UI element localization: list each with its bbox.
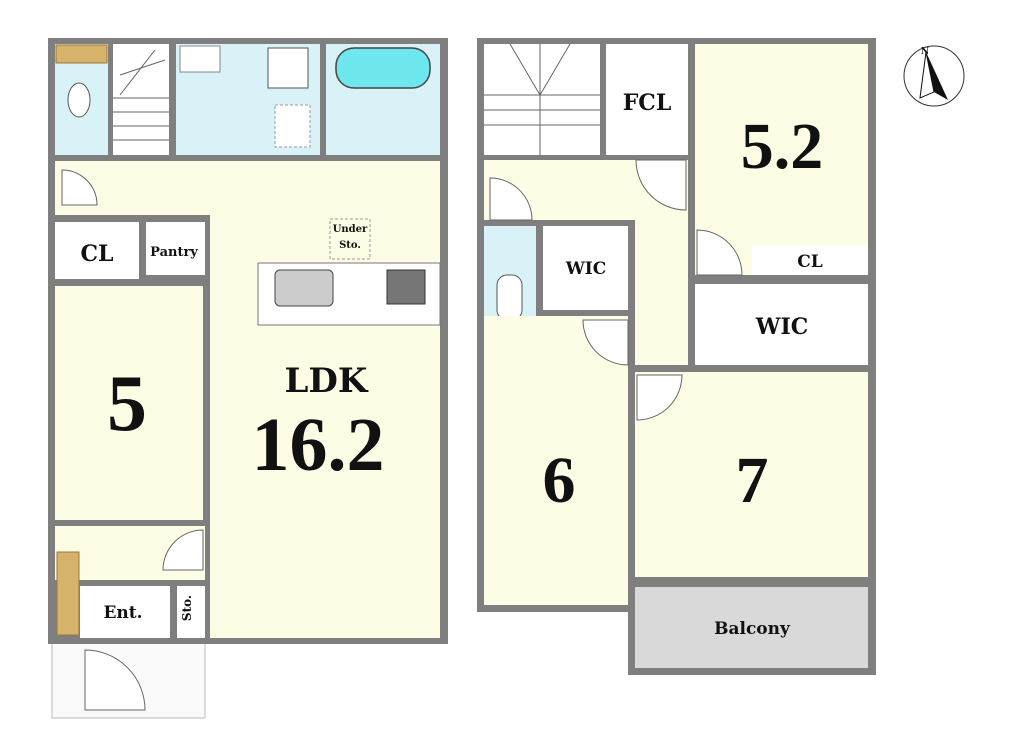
bedroom-7-size: 7 [736,444,769,517]
ldk-label: LDK [285,361,369,401]
bedroom-6 [484,316,628,605]
fcl-label: FCL [623,90,672,116]
stairs-1f [113,44,169,155]
ldk-size: 16.2 [252,403,385,487]
sink-icon [179,45,221,73]
washer-icon [267,47,309,89]
pantry-label: Pantry [150,245,198,260]
bedroom-5-2-door[interactable] [696,229,743,276]
kitchen-sink-icon [274,269,334,307]
laundry-pan [274,104,311,148]
toilet-shelf [55,44,108,64]
bedroom-6-door[interactable] [582,319,629,366]
ldk-room [210,161,440,638]
closet-2f-label: CL [797,252,823,272]
compass: N [903,45,965,107]
wic-b-room [695,284,868,365]
north-label: N [921,47,929,57]
storage-label: Sto. [180,595,194,621]
floor-2: FCL 5.2 CL WIC WIC 6 7 Balcony [477,38,876,675]
bedroom-5-2 [695,44,868,275]
entrance-room [80,586,170,638]
toilet-2f-icon [496,274,523,321]
under-storage-label-2: Sto. [339,240,361,251]
bathtub-icon [335,47,431,89]
stairs-icon [113,49,169,141]
shoe-shelf [56,551,80,636]
bedroom-5-2-size: 5.2 [741,110,824,183]
north-arrow-icon [926,52,948,100]
bedroom-7-door[interactable] [636,374,683,421]
stairs-2f [484,44,600,155]
fcl-room [606,44,688,155]
balcony-label: Balcony [714,619,791,639]
fcl-door[interactable] [635,159,687,211]
bedroom-5 [55,286,203,520]
under-storage-box [329,218,371,260]
entry-hall-door[interactable] [162,529,204,571]
storage-room [177,586,205,638]
floor-1: CL Pantry Under Sto. LDK 16.2 5 Ent. Sto… [48,38,448,719]
toilet-door[interactable] [61,169,98,206]
toilet-2f-door[interactable] [489,177,533,221]
wic-a-room [543,226,628,310]
closet-2f [752,245,868,275]
pantry-room [146,222,205,275]
toilet-icon [67,82,91,118]
stairs-2f-icon [484,43,600,155]
bedroom-7 [635,372,868,577]
closet-1f [55,222,139,279]
bedroom-5-size: 5 [107,360,147,448]
hall-1f-join [170,161,215,215]
under-storage-label-1: Under [333,224,368,235]
entry-door[interactable] [84,649,146,711]
bedroom-6-size: 6 [543,444,576,517]
wic-b-label: WIC [755,314,809,340]
stove-icon [386,269,426,305]
balcony-room [635,587,868,668]
wic-a-label: WIC [565,259,607,279]
entrance-label: Ent. [103,603,142,623]
closet-1f-label: CL [81,241,114,267]
